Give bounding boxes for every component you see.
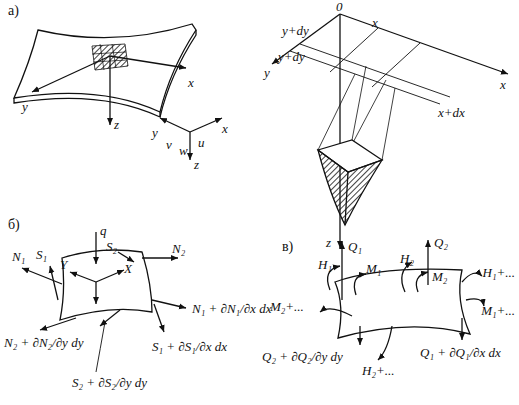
symbol-label: H₂ bbox=[400, 252, 414, 265]
symbol-label: y bbox=[152, 126, 158, 139]
symbol-label: x bbox=[500, 78, 506, 91]
symbol-label: y bbox=[22, 100, 28, 113]
symbol-label: x bbox=[222, 122, 228, 135]
shell-surface bbox=[14, 24, 196, 125]
force-label: y+dy bbox=[278, 50, 305, 63]
symbol-label: u bbox=[198, 136, 205, 149]
bending-element bbox=[320, 240, 484, 360]
force-label: H₁+... bbox=[483, 266, 515, 279]
symbol-label: x bbox=[372, 16, 378, 29]
symbol-label: v bbox=[166, 138, 172, 151]
symbol-label: M₁ bbox=[366, 262, 381, 275]
symbol-label: z bbox=[114, 118, 119, 131]
force-label: N₁ + ∂N₁/∂x dx bbox=[192, 302, 271, 315]
symbol-label: y bbox=[264, 66, 270, 79]
symbol-label: M₂ bbox=[432, 270, 447, 283]
force-label: H₂+... bbox=[362, 364, 394, 377]
symbol-label: X bbox=[124, 262, 132, 275]
symbol-label: Q₂ bbox=[434, 236, 448, 249]
panel-letter: б) bbox=[8, 218, 20, 232]
symbol-label: N₁ bbox=[12, 250, 25, 263]
symbol-label: x bbox=[188, 76, 194, 89]
symbol-label: q bbox=[100, 224, 107, 237]
force-label: y+dy bbox=[282, 24, 309, 37]
symbol-label: z bbox=[326, 236, 331, 249]
symbol-label: 0 bbox=[336, 0, 343, 13]
symbol-label: w bbox=[179, 144, 188, 157]
coordinate-grid bbox=[272, 14, 508, 248]
symbol-label: Q₁ bbox=[348, 240, 362, 253]
force-label: S₁ + ∂S₁/∂x dx bbox=[152, 340, 227, 353]
panel-letter: в) bbox=[282, 240, 293, 254]
symbol-label: Y bbox=[60, 258, 67, 271]
axis-triad bbox=[160, 118, 222, 160]
force-label: Q₂ + ∂Q₂/∂y dy bbox=[262, 350, 343, 363]
symbol-label: S₂ bbox=[106, 240, 117, 253]
force-label: Q₁ + ∂Q₁/∂x dx bbox=[420, 346, 501, 359]
symbol-label: S₁ bbox=[36, 248, 47, 261]
symbol-label: N₂ bbox=[172, 242, 185, 255]
symbol-label: z bbox=[194, 158, 199, 171]
force-label: N₂ + ∂N₂/∂y dy bbox=[4, 336, 83, 349]
panel-letter: а) bbox=[8, 4, 19, 18]
force-label: x+dx bbox=[438, 106, 465, 119]
force-label: S₂ + ∂S₂/∂y dy bbox=[72, 376, 147, 389]
force-label: M₂+... bbox=[270, 300, 304, 313]
symbol-label: H₁ bbox=[318, 258, 332, 271]
force-label: M₁+... bbox=[481, 304, 515, 317]
